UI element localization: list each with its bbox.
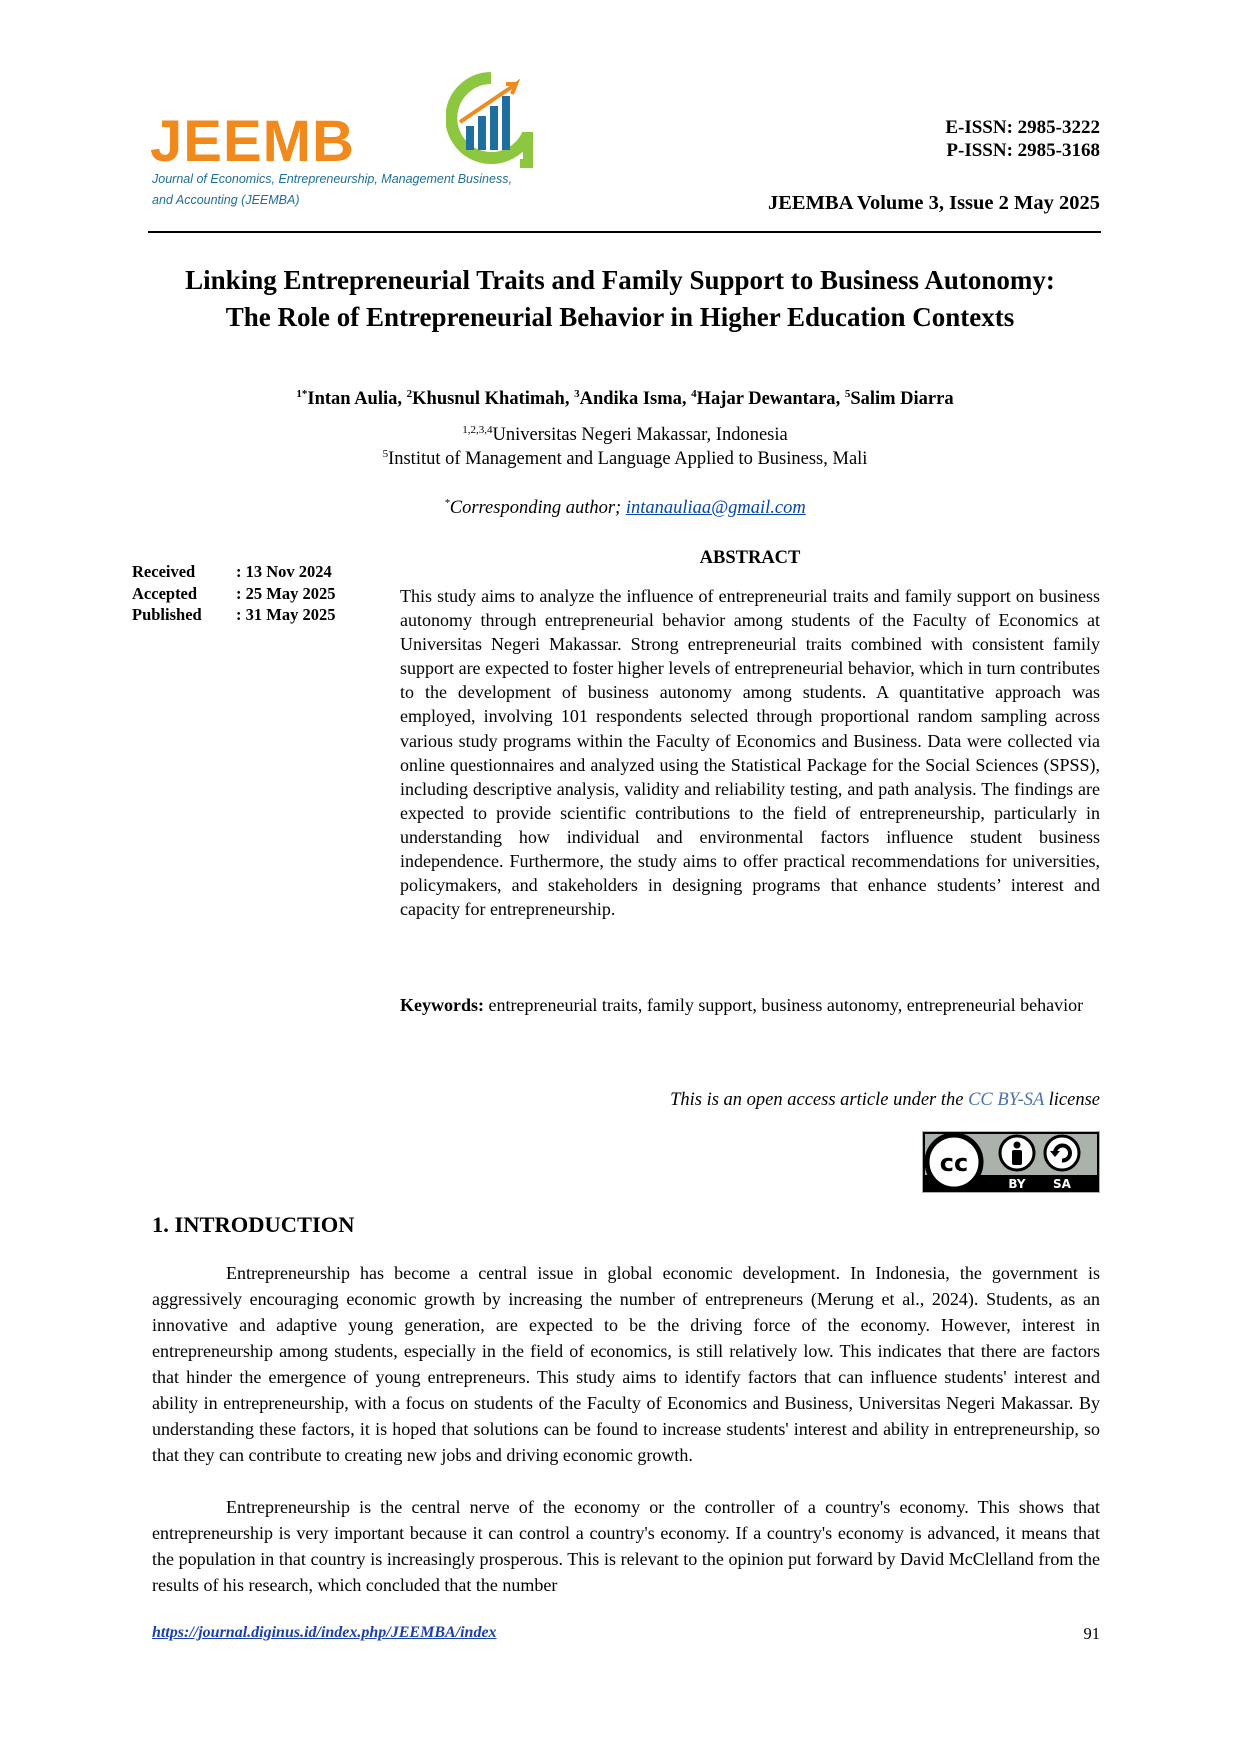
body-paragraph: Entrepreneurship is the central nerve of… — [152, 1497, 1100, 1595]
svg-text:SA: SA — [1053, 1177, 1072, 1191]
page-number: 91 — [1083, 1624, 1101, 1643]
logo-subtitle-line1: Journal of Economics, Entrepreneurship, … — [152, 172, 512, 186]
svg-text:BY: BY — [1008, 1177, 1025, 1191]
date-accepted: Accepted: 25 May 2025 — [132, 583, 336, 603]
license-statement: This is an open access article under the… — [670, 1090, 1100, 1110]
svg-text:cc: cc — [940, 1149, 968, 1177]
body-paragraph: Entrepreneurship has become a central is… — [152, 1263, 1100, 1465]
author: 1*Intan Aulia — [296, 387, 398, 409]
license-link[interactable]: CC BY-SA — [968, 1090, 1044, 1110]
corresponding-email-link[interactable]: intanauliaa@gmail.com — [625, 498, 806, 518]
author: 5Salim Diarra — [844, 387, 954, 409]
abstract-heading: ABSTRACT — [699, 548, 801, 568]
e-issn: E-ISSN: 2985-3222 — [945, 117, 1100, 138]
article-title: Linking Entrepreneurial Traits and Famil… — [185, 265, 1055, 332]
section-heading-introduction: 1. INTRODUCTION — [152, 1212, 355, 1237]
keywords-label: Keywords: — [400, 995, 484, 1015]
abstract-text: This study aims to analyze the influence… — [400, 586, 1100, 920]
cc-by-sa-badge[interactable]: cc BY SA — [922, 1131, 1100, 1193]
logo-wordmark: JEEMB — [150, 109, 355, 174]
logo-chart-icon — [446, 72, 534, 168]
journal-logo: JEEMB Journal of Economics, Entrepreneur… — [150, 72, 560, 212]
date-published: Published: 31 May 2025 — [132, 605, 336, 624]
author: 2Khusnul Khatimah — [406, 387, 565, 409]
journal-info: E-ISSN: 2985-3222 P-ISSN: 2985-3168 JEEM… — [768, 116, 1100, 215]
journal-issue: JEEMBA Volume 3, Issue 2 May 2025 — [767, 192, 1100, 214]
p-issn: P-ISSN: 2985-3168 — [946, 140, 1100, 161]
corresponding-author: *Corresponding author; intanauliaa@gmail… — [444, 496, 806, 518]
author: 4Hajar Dewantara — [691, 387, 836, 409]
cc-icon — [924, 1132, 984, 1192]
journal-url-link[interactable]: https://journal.diginus.id/index.php/JEE… — [152, 1624, 497, 1641]
affiliation: 5Institut of Management and Language App… — [382, 447, 868, 469]
date-received: Received: 13 Nov 2024 — [132, 562, 332, 581]
logo-subtitle-line2: and Accounting (JEEMBA) — [152, 193, 300, 207]
share-alike-icon — [1043, 1134, 1081, 1172]
keywords-list: entrepreneurial traits, family support, … — [484, 995, 1084, 1015]
keywords: Keywords: entrepreneurial traits, family… — [400, 993, 1100, 1017]
author: 3Andika Isma — [574, 387, 682, 409]
affiliation: 1,2,3,4Universitas Negeri Makassar, Indo… — [462, 423, 788, 445]
header-divider — [148, 231, 1101, 233]
author-list: 1*Intan Aulia, 2Khusnul Khatimah, 3Andik… — [296, 387, 954, 409]
article-dates: Received: 13 Nov 2024 Accepted: 25 May 2… — [132, 561, 335, 626]
